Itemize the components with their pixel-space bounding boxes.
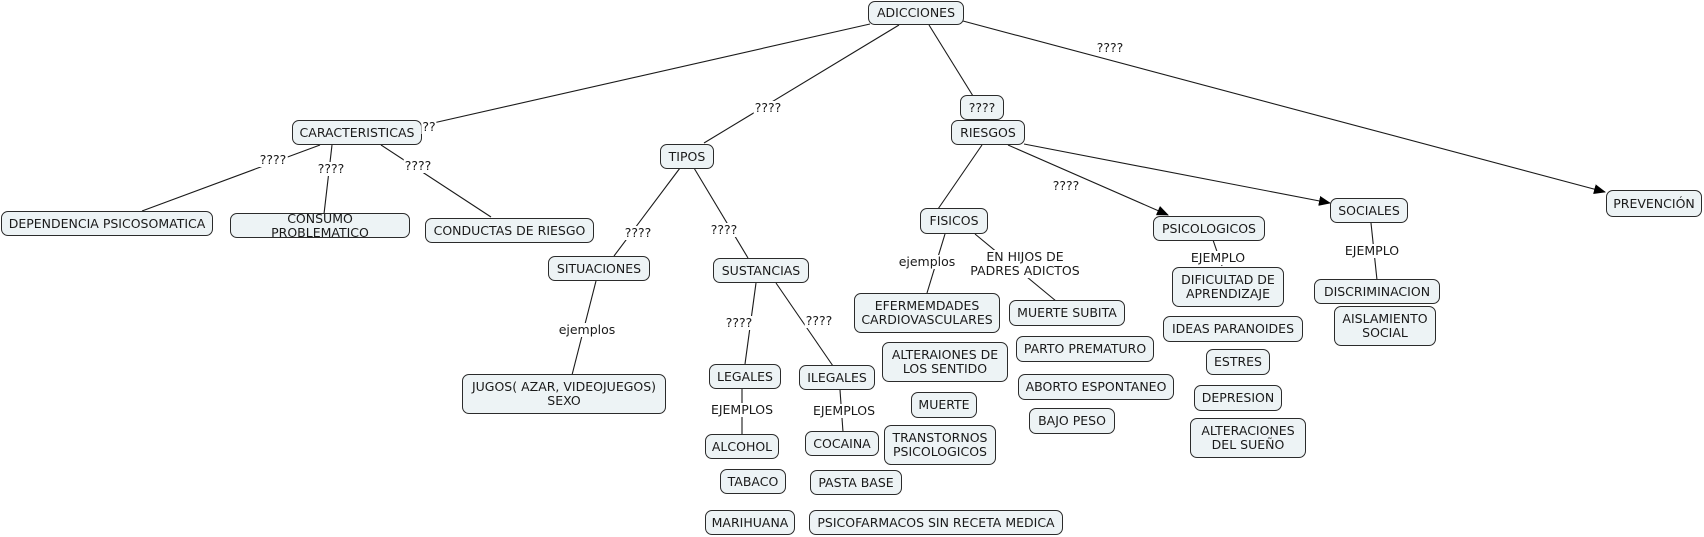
link-label-ejemplos-fisicos[interactable]: ejemplos bbox=[897, 254, 957, 269]
link-label-ejemplo-psicologicos[interactable]: EJEMPLO bbox=[1189, 250, 1247, 265]
concept-ideas-paranoides[interactable]: IDEAS PARANOIDES bbox=[1163, 316, 1303, 342]
concept-caracteristicas[interactable]: CARACTERISTICAS bbox=[292, 120, 422, 145]
concept-ilegales[interactable]: ILEGALES bbox=[799, 365, 875, 390]
concept-tipos[interactable]: TIPOS bbox=[660, 144, 714, 169]
edge-carac-conductas bbox=[380, 144, 492, 218]
concept-consumo-problematico[interactable]: CONSUMO PROBLEMATICO bbox=[230, 211, 410, 239]
concept-tabaco[interactable]: TABACO bbox=[720, 469, 786, 494]
concept-jugos[interactable]: JUGOS( AZAR, VIDEOJUEGOS) SEXO bbox=[462, 374, 666, 414]
concept-discriminacion[interactable]: DISCRIMINACION bbox=[1314, 279, 1440, 304]
concept-alteraciones-sueno[interactable]: ALTERACIONES DEL SUEÑO bbox=[1190, 418, 1306, 458]
concept-fisicos[interactable]: FISICOS bbox=[920, 208, 988, 234]
concept-riesgos[interactable]: RIESGOS bbox=[951, 120, 1025, 145]
concept-psicologicos[interactable]: PSICOLOGICOS bbox=[1153, 216, 1265, 241]
link-label-situaciones[interactable]: ???? bbox=[623, 225, 653, 240]
edge-riesgos-psicologicos bbox=[1007, 144, 1169, 216]
edge-riesgos-sociales bbox=[1023, 143, 1331, 206]
concept-dificultad-aprendizaje[interactable]: DIFICULTAD DE APRENDIZAJE bbox=[1172, 267, 1284, 307]
link-label-ejemplos-ilegales[interactable]: EJEMPLOS bbox=[811, 403, 877, 418]
edge-tipos-situaciones bbox=[613, 167, 681, 257]
link-label-ejemplos-legales[interactable]: EJEMPLOS bbox=[709, 402, 775, 417]
link-label-consumo[interactable]: ???? bbox=[316, 161, 346, 176]
link-label-dependencia[interactable]: ???? bbox=[258, 152, 288, 167]
link-label-ejemplo-sociales[interactable]: EJEMPLO bbox=[1343, 243, 1401, 258]
concept-estres[interactable]: ESTRES bbox=[1206, 349, 1270, 375]
edge-adicciones-riesgos bbox=[928, 24, 974, 97]
concept-muerte-subita[interactable]: MUERTE SUBITA bbox=[1009, 300, 1125, 326]
link-label-caracteristicas[interactable]: ?? bbox=[421, 119, 437, 134]
concept-aborto-espontaneo[interactable]: ABORTO ESPONTANEO bbox=[1018, 374, 1174, 400]
link-label-sustancias[interactable]: ???? bbox=[709, 222, 739, 237]
concept-dependencia-psicosomatica[interactable]: DEPENDENCIA PSICOSOMATICA bbox=[1, 211, 213, 236]
link-label-conductas[interactable]: ???? bbox=[403, 158, 433, 173]
concept-depresion[interactable]: DEPRESION bbox=[1194, 385, 1282, 411]
concept-parto-prematuro[interactable]: PARTO PREMATURO bbox=[1016, 336, 1154, 362]
concept-aislamiento-social[interactable]: AISLAMIENTO SOCIAL bbox=[1334, 306, 1436, 346]
link-label-ilegales[interactable]: ???? bbox=[804, 313, 834, 328]
edge-carac-consumo bbox=[323, 144, 333, 215]
edge-adicciones-prevencion bbox=[962, 20, 1606, 195]
edge-adicciones-tipos bbox=[703, 24, 900, 144]
concept-adicciones[interactable]: ADICCIONES bbox=[868, 1, 964, 25]
link-label-tipos[interactable]: ???? bbox=[753, 100, 783, 115]
edge-adicciones-caracteristicas bbox=[419, 23, 871, 127]
concept-situaciones[interactable]: SITUACIONES bbox=[548, 256, 650, 281]
edge-sustancias-ilegales bbox=[775, 282, 834, 367]
concept-legales[interactable]: LEGALES bbox=[709, 364, 781, 389]
concept-bajo-peso[interactable]: BAJO PESO bbox=[1029, 408, 1115, 434]
concept-marihuana[interactable]: MARIHUANA bbox=[705, 510, 795, 535]
edge-tipos-sustancias bbox=[693, 167, 749, 259]
concept-sociales[interactable]: SOCIALES bbox=[1330, 198, 1408, 223]
concept-sustancias[interactable]: SUSTANCIAS bbox=[713, 258, 809, 283]
concept-conductas-riesgo[interactable]: CONDUCTAS DE RIESGO bbox=[425, 218, 594, 243]
concept-prevencion[interactable]: PREVENCIÓN bbox=[1606, 190, 1702, 217]
concept-muerte[interactable]: MUERTE bbox=[911, 392, 977, 418]
link-label-prevencion[interactable]: ???? bbox=[1095, 40, 1125, 55]
link-label-ejemplos-situaciones[interactable]: ejemplos bbox=[557, 322, 617, 337]
concept-cocaina[interactable]: COCAINA bbox=[805, 431, 879, 456]
concept-alcohol[interactable]: ALCOHOL bbox=[705, 434, 779, 459]
edge-riesgos-fisicos bbox=[937, 144, 983, 210]
concept-psicofarmacos[interactable]: PSICOFARMACOS SIN RECETA MEDICA bbox=[809, 510, 1063, 535]
concept-transtornos-psicologicos[interactable]: TRANSTORNOS PSICOLOGICOS bbox=[884, 425, 996, 465]
concept-pasta-base[interactable]: PASTA BASE bbox=[810, 470, 902, 495]
concept-riesgos-label[interactable]: ???? bbox=[960, 95, 1004, 120]
edge-carac-dependencia bbox=[141, 144, 321, 212]
link-label-legales[interactable]: ???? bbox=[724, 315, 754, 330]
link-label-psicologicos[interactable]: ???? bbox=[1051, 178, 1081, 193]
concept-cardiovasculares[interactable]: EFERMEMDADES CARDIOVASCULARES bbox=[854, 293, 1000, 333]
link-label-hijos-padres-adictos[interactable]: EN HIJOS DE PADRES ADICTOS bbox=[969, 249, 1081, 278]
concept-alteraciones-sentido[interactable]: ALTERAIONES DE LOS SENTIDO bbox=[882, 342, 1008, 382]
